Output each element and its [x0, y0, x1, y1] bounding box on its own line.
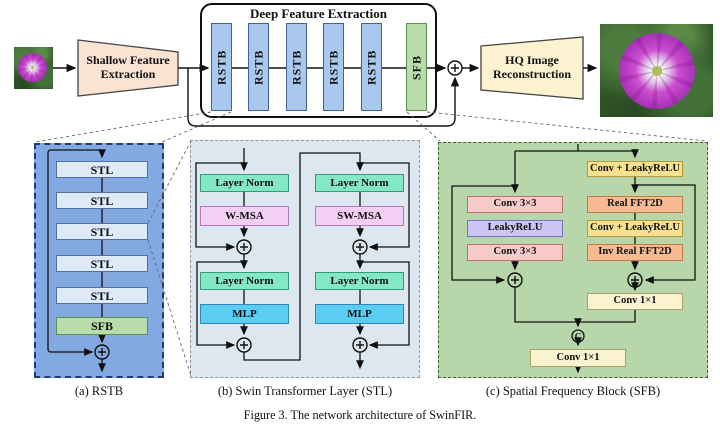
mlp-block: MLP: [200, 304, 289, 324]
input-image: [14, 47, 53, 89]
stl-block-5: STL: [56, 287, 148, 304]
real-fft2d-block: Real FFT2D: [587, 196, 683, 213]
rstb-block-1: RSTB: [211, 23, 232, 111]
rstb-block-4: RSTB: [323, 23, 344, 111]
hq-image-reconstruction-label: HQ Image Reconstruction: [493, 53, 571, 81]
rstb-block-2: RSTB: [248, 23, 269, 111]
layer-norm-block: Layer Norm: [315, 174, 404, 192]
layer-norm-block: Layer Norm: [315, 272, 404, 290]
stl-block-2: STL: [56, 192, 148, 209]
sfb-block-top: SFB: [406, 23, 427, 111]
shallow-feature-extraction-label: Shallow Feature Extraction: [86, 53, 170, 81]
inv-real-fft2d-block: Inv Real FFT2D: [587, 244, 683, 261]
panel-c-caption: (c) Spatial Frequency Block (SFB): [485, 384, 661, 398]
panel-b-caption: (b) Swin Transformer Layer (STL): [217, 384, 393, 398]
flower: [18, 53, 47, 82]
sw-msa-block: SW-MSA: [315, 206, 404, 226]
stl-block-3: STL: [56, 223, 148, 240]
stl-block-1: STL: [56, 161, 148, 178]
deep-feature-extraction-title: Deep Feature Extraction: [250, 6, 387, 21]
w-msa-block: W-MSA: [200, 206, 289, 226]
rstb-block-3: RSTB: [286, 23, 307, 111]
figure-caption: Figure 3. The network architecture of Sw…: [243, 408, 477, 422]
output-image: [600, 24, 713, 117]
rstb-block-5: RSTB: [361, 23, 382, 111]
conv1x1-block-right: Conv 1×1: [587, 293, 683, 310]
flower: [619, 33, 695, 109]
conv-leakyrelu-block-2: Conv + LeakyReLU: [587, 220, 683, 237]
conv-leakyrelu-block-top: Conv + LeakyReLU: [587, 161, 683, 177]
layer-norm-block: Layer Norm: [200, 272, 289, 290]
conv3x3-block-2: Conv 3×3: [467, 244, 563, 261]
conv3x3-block-1: Conv 3×3: [467, 196, 563, 213]
add-icon: [447, 60, 463, 76]
layer-norm-block: Layer Norm: [200, 174, 289, 192]
leakyrelu-block: LeakyReLU: [467, 220, 563, 237]
mlp-block: MLP: [315, 304, 404, 324]
sfb-block-a: SFB: [56, 317, 148, 335]
panel-a-caption: (a) RSTB: [74, 384, 124, 398]
conv1x1-block-bottom: Conv 1×1: [530, 349, 626, 367]
stl-block-4: STL: [56, 255, 148, 272]
